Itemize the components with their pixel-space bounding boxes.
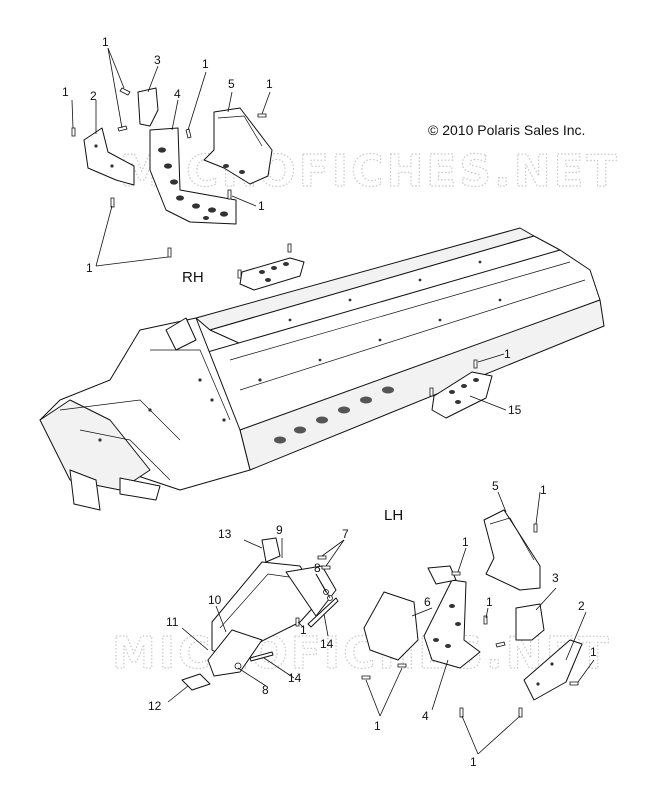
callout-lh-9: 9 [276, 523, 283, 537]
copyright-text: © 2010 Polaris Sales Inc. [428, 122, 585, 138]
callout-rh-1c: 1 [202, 57, 209, 71]
rh-cover-part-5[interactable] [203, 107, 273, 185]
callout-lh-1b: 1 [540, 483, 547, 497]
callout-rh-3: 3 [154, 53, 161, 67]
lh-parts-group [167, 491, 595, 755]
lh-cover-part-5[interactable] [483, 509, 541, 591]
callout-rh-1f: 1 [86, 261, 93, 275]
lh-plate-part-6[interactable] [363, 591, 419, 661]
rh-footrest-part-4[interactable] [149, 127, 237, 225]
callout-lh-14a: 14 [320, 637, 334, 651]
callout-lh-13: 13 [218, 527, 232, 541]
callout-lh-8b: 8 [262, 683, 269, 697]
callout-lh-3: 3 [552, 571, 559, 585]
rh-bracket-part-2[interactable] [83, 127, 135, 186]
rh-step-plate[interactable] [239, 257, 305, 291]
callout-lh-4: 4 [422, 709, 429, 723]
callout-lh-8a: 8 [314, 561, 321, 575]
chassis-frame [39, 227, 605, 511]
watermark-top: MICROFICHES.NET [120, 146, 620, 197]
callout-lh-14b: 14 [288, 671, 302, 685]
callout-rh-1d: 1 [266, 77, 273, 91]
lh-bracket-part-13[interactable] [261, 537, 281, 563]
rh-parts-group [71, 47, 273, 267]
section-label-rh: RH [182, 269, 204, 286]
callout-lh-1a: 1 [300, 623, 307, 637]
section-label-lh: LH [384, 507, 403, 524]
lh-step-plate-part-15[interactable] [431, 371, 493, 419]
callout-lh-10: 10 [208, 593, 222, 607]
callout-lh-11: 11 [166, 615, 179, 629]
lh-bracket-part-3[interactable] [515, 603, 545, 641]
lh-side-plate-part-10[interactable] [207, 629, 263, 677]
callout-lh-1g: 1 [470, 755, 477, 769]
callout-lh-12: 12 [148, 699, 162, 713]
callout-lh-1f: 1 [374, 719, 381, 733]
callout-lh-6: 6 [424, 595, 431, 609]
callout-rh-4: 4 [174, 87, 181, 101]
lh-footrest-part-4[interactable] [423, 579, 481, 669]
callout-rh-1b: 1 [62, 85, 69, 99]
lh-plate-part-12[interactable] [181, 673, 211, 691]
callout-rh-2: 2 [90, 89, 97, 103]
lh-rod-part-14a[interactable] [307, 597, 339, 628]
callout-lh-7: 7 [342, 527, 349, 541]
callout-rh-1e: 1 [258, 199, 265, 213]
lh-rod-part-14b[interactable] [249, 651, 274, 662]
callout-rh-5: 5 [228, 77, 235, 91]
rh-bracket-part-3[interactable] [137, 87, 159, 127]
callout-lh-1c: 1 [462, 535, 469, 549]
callout-mid-1: 1 [504, 347, 511, 361]
callout-lh-2: 2 [578, 599, 585, 613]
callout-mid-15: 15 [508, 403, 522, 417]
callout-lh-1d: 1 [486, 595, 493, 609]
callout-lh-5: 5 [492, 479, 499, 493]
callout-rh-1a: 1 [102, 35, 109, 49]
callout-lh-1e: 1 [590, 645, 597, 659]
